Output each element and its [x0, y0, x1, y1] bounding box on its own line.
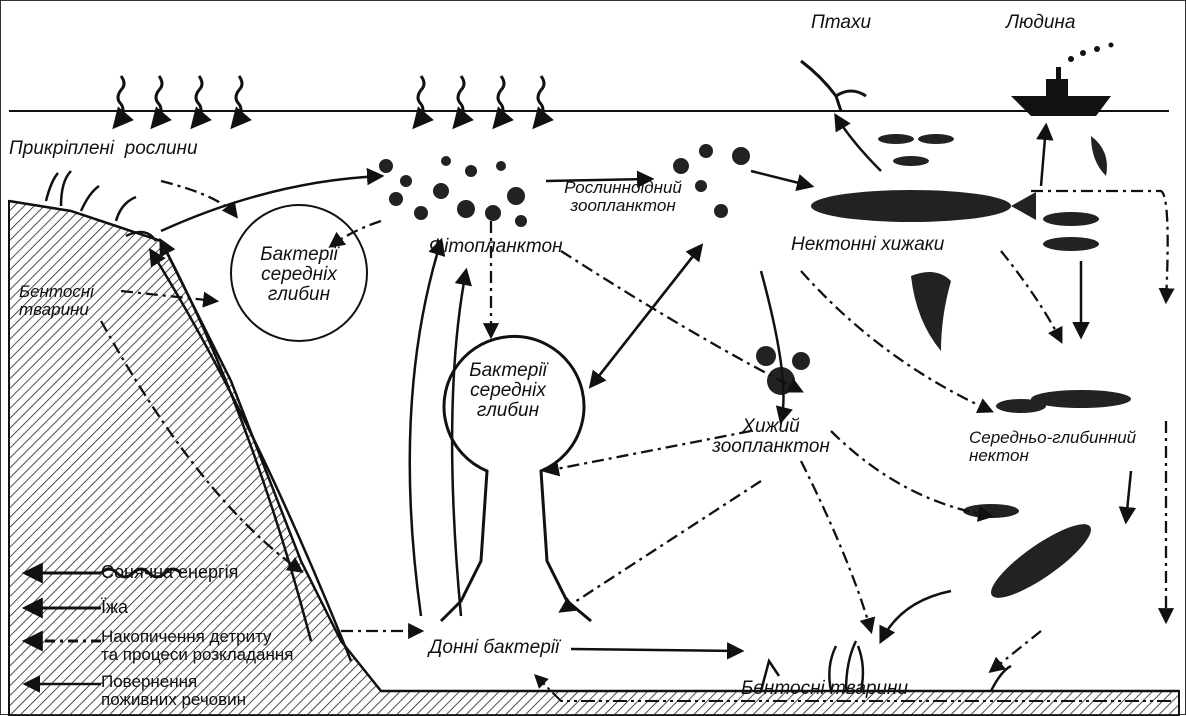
- label-mid-depth-nekton: Середньо-глибинний нектон: [969, 429, 1136, 465]
- label-nekton-predators: Нектонні хижаки: [791, 235, 944, 255]
- phytoplankton-cluster: [379, 156, 527, 227]
- boat-shape: [1011, 43, 1114, 117]
- label-benthic-animals-left: Бентосні тварини: [19, 283, 94, 319]
- label-predatory-zooplankton: Хижий зоопланктон: [701, 417, 841, 457]
- label-benthic-animals-bottom: Бентосні тварини: [741, 679, 908, 699]
- label-attached-plants: Прикріплені рослини: [9, 139, 198, 159]
- label-bacteria-mid-left: Бактерії середніх глибин: [241, 245, 357, 305]
- legend-food: Їжа: [101, 598, 128, 617]
- sun-rays-center: [415, 76, 544, 126]
- label-human: Людина: [1006, 13, 1075, 33]
- bird-shape: [801, 61, 866, 111]
- sun-rays-left: [115, 76, 242, 126]
- fish-shapes: [811, 134, 1131, 609]
- legend-solar-energy: Сонячна енергія: [101, 563, 238, 582]
- label-bacteria-mid-center: Бактерії середніх глибин: [453, 361, 563, 421]
- label-bottom-bacteria: Донні бактерії: [429, 638, 559, 658]
- legend-nutrients: Повернення поживних речовин: [101, 673, 246, 709]
- label-herbivorous-zooplankton: Рослинноїдний зоопланктон: [543, 179, 703, 215]
- legend-detritus: Накопичення детриту та процеси розкладан…: [101, 628, 293, 664]
- label-birds: Птахи: [811, 13, 871, 33]
- label-phytoplankton: Фітопланктон: [429, 237, 563, 257]
